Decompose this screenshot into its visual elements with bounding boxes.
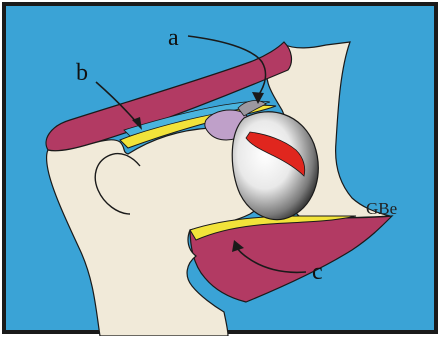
author-signature: GBe	[366, 199, 397, 218]
label-b: b	[76, 60, 88, 86]
label-a: a	[168, 25, 179, 51]
label-c: c	[312, 259, 323, 285]
